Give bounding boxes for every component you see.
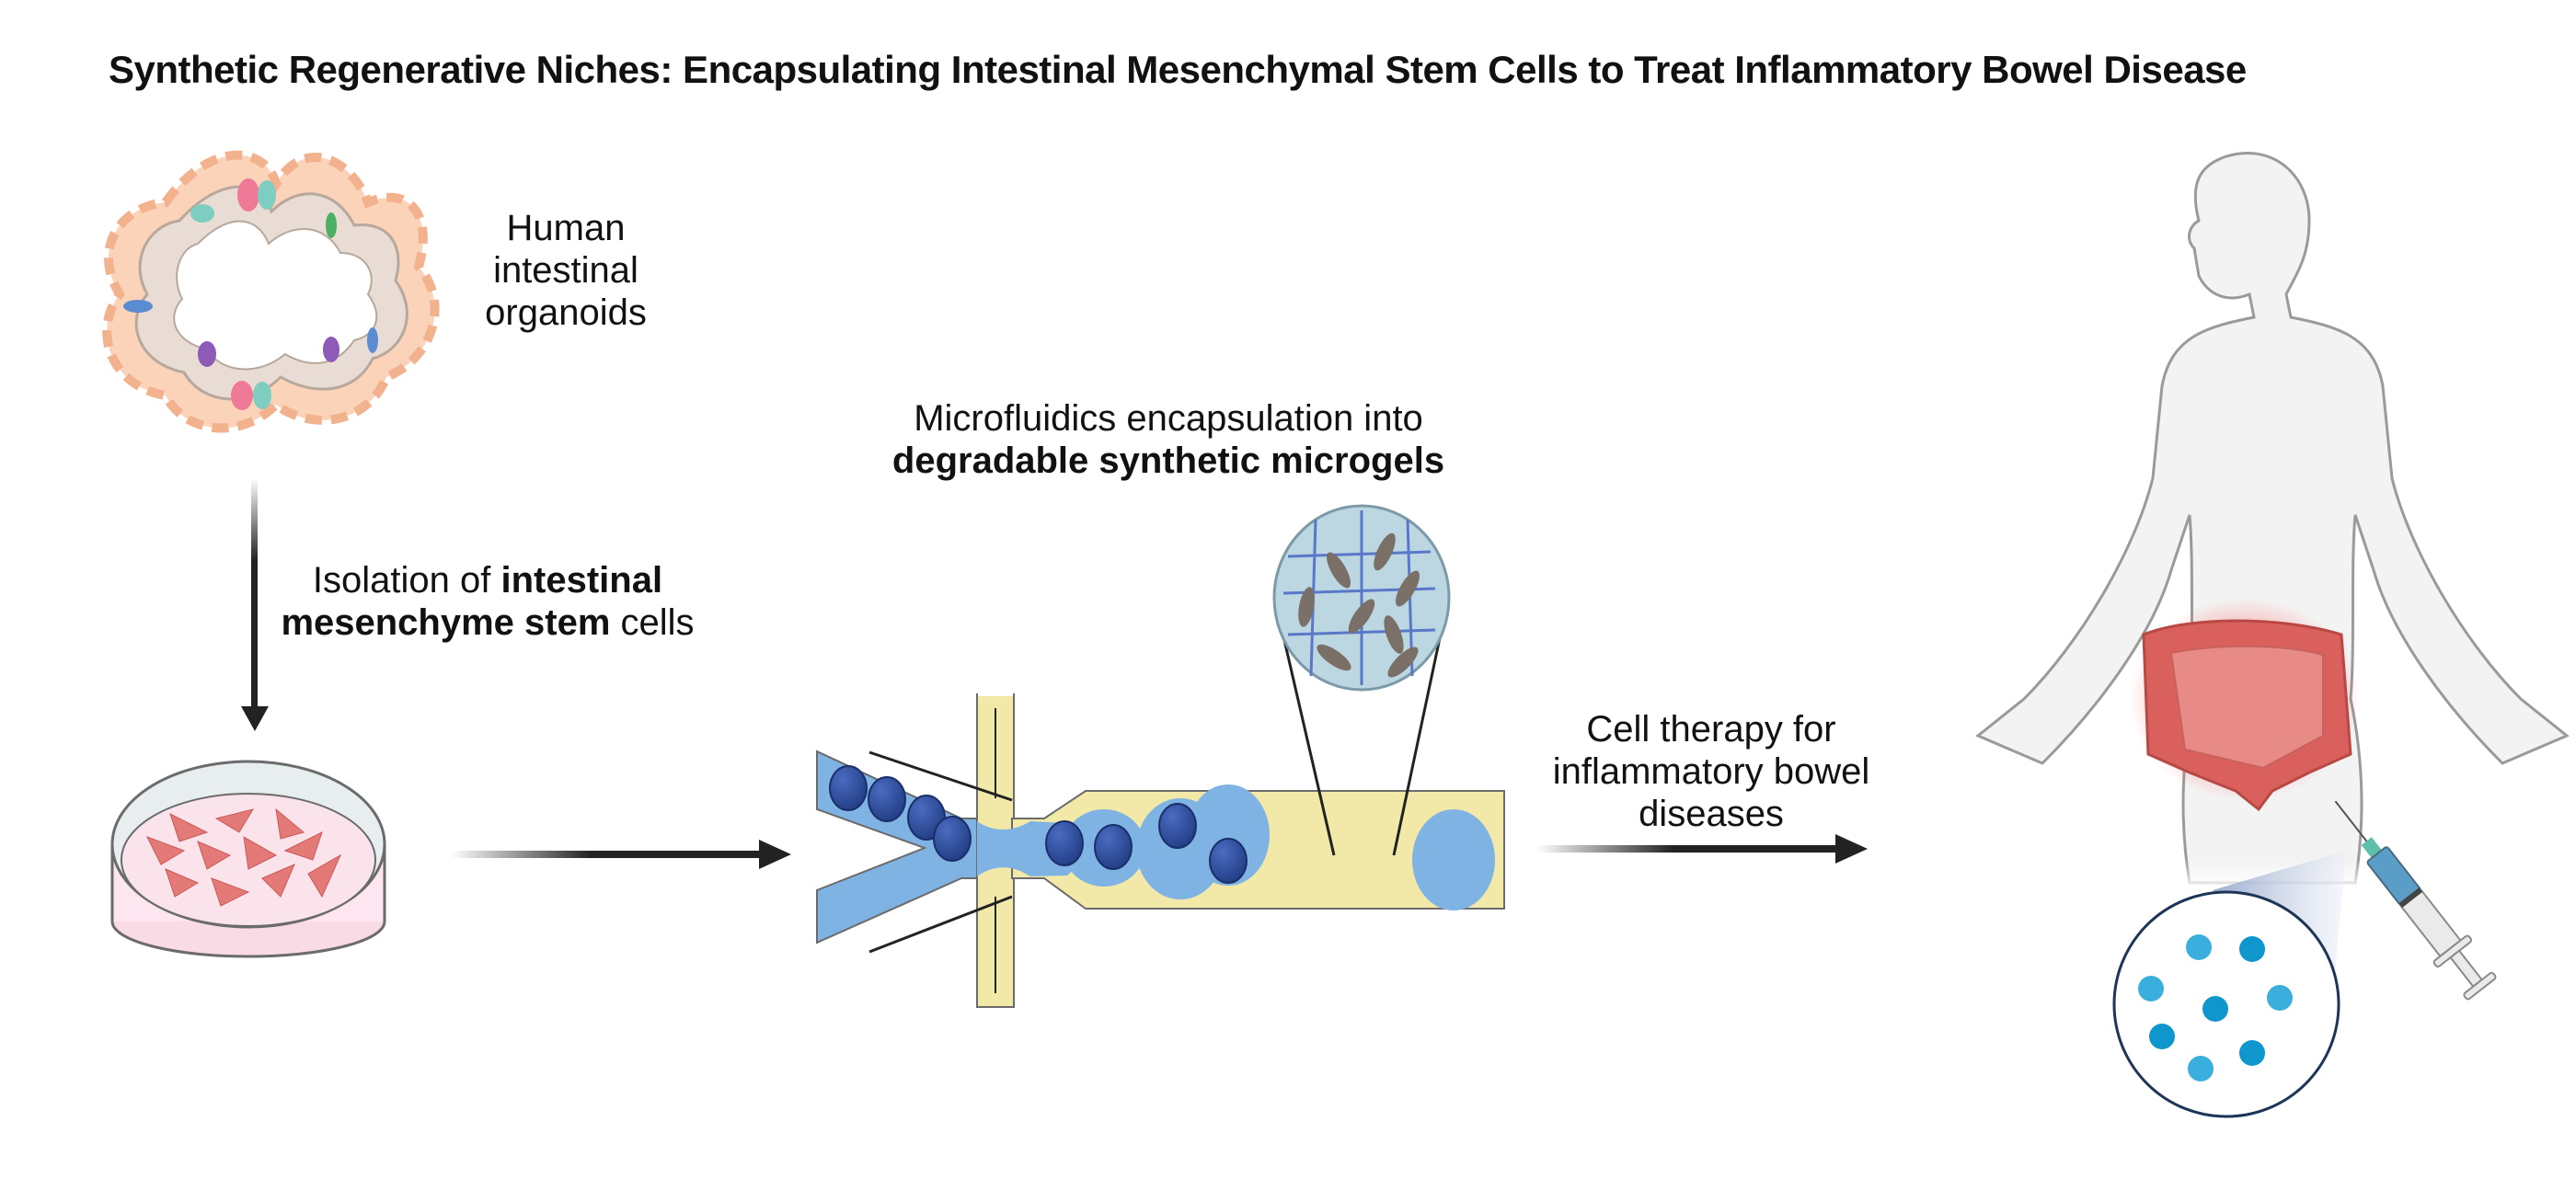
encapsulation-line-2: degradable synthetic microgels	[891, 441, 1445, 481]
figure-title: Synthetic Regenerative Niches: Encapsula…	[109, 48, 2247, 91]
microgel-magnified-icon	[1272, 504, 1451, 692]
microfluidic-chip-illustration	[816, 615, 1505, 1008]
therapy-label-line: diseases	[1639, 794, 1784, 834]
petri-dish-icon	[110, 760, 386, 958]
organoids-label-line: organoids	[485, 292, 647, 333]
inflamed-intestine-icon	[2130, 598, 2360, 812]
isolation-bold-2: mesenchyme stem	[281, 602, 611, 643]
therapy-label-line: Cell therapy for	[1586, 709, 1836, 750]
to-therapy-arrow	[1536, 834, 1868, 864]
isolation-prefix: Isolation of	[312, 560, 501, 601]
therapy-label: Cell therapy for inflammatory bowel dise…	[1518, 708, 1904, 835]
encapsulation-label: Microfluidics encapsulation into degrada…	[856, 397, 1481, 482]
therapy-label-line: inflammatory bowel	[1552, 751, 1870, 792]
to-microfluidics-arrow	[451, 840, 791, 869]
isolation-suffix: cells	[610, 602, 695, 643]
organoid-illustration	[102, 150, 440, 433]
isolation-bold-1: intestinal	[500, 560, 663, 601]
microgel-beads-magnified-icon	[2112, 851, 2346, 1118]
organoids-label-line: Human	[506, 208, 626, 248]
isolation-arrow	[241, 478, 269, 731]
syringe-icon	[2334, 800, 2497, 1001]
encapsulation-line-1: Microfluidics encapsulation into	[914, 398, 1423, 439]
organoids-label: Human intestinal organoids	[465, 207, 667, 334]
isolation-label: Isolation of intestinal mesenchyme stem …	[267, 559, 708, 644]
organoids-label-line: intestinal	[493, 250, 638, 291]
